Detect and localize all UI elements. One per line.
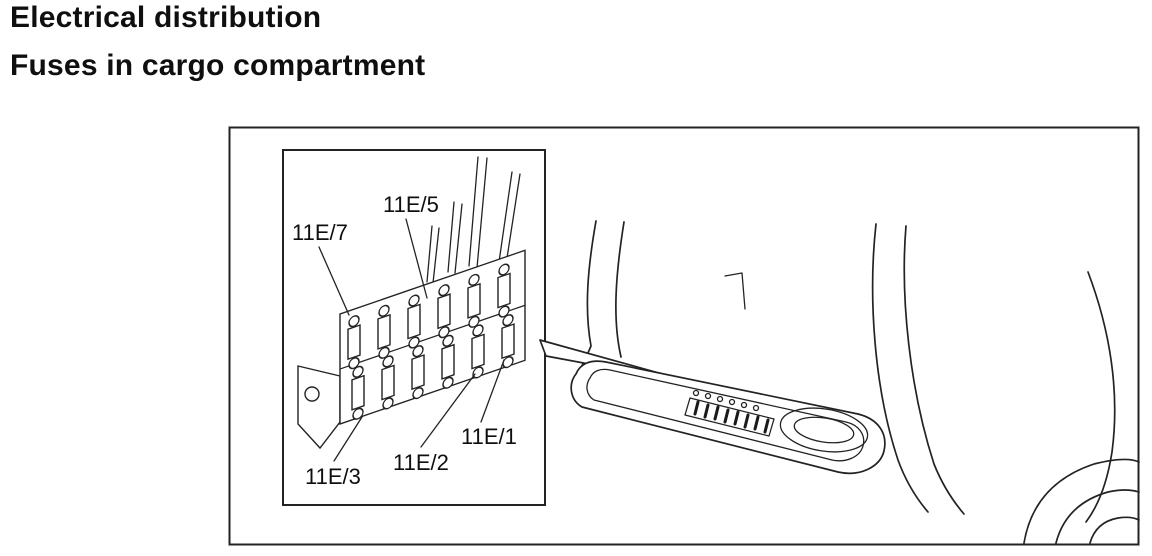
fuse-label-11e-1: 11E/1 (461, 424, 517, 449)
fuse-box-wires (426, 156, 521, 284)
fuse-label-11e-7: 11E/7 (292, 220, 348, 245)
corner-mark (724, 272, 746, 310)
leader-11e-2 (420, 373, 476, 448)
cargo-compartment-drawing (539, 220, 1140, 544)
figure-illustration: 11E/5 11E/7 11E/1 11E/2 11E/3 (228, 126, 1140, 546)
leader-11e-7 (318, 246, 350, 316)
sill-panel-inner (586, 368, 865, 462)
leader-11e-5 (405, 218, 428, 299)
fuse-row-divider (339, 304, 526, 370)
cargo-fuse-strip (684, 389, 775, 437)
page-title: Electrical distribution (10, 1, 322, 34)
fuse-label-11e-5: 11E/5 (383, 192, 439, 217)
pillar-line-left-2 (615, 221, 625, 358)
leader-11e-1 (480, 359, 505, 423)
sill-panel-outer (570, 360, 886, 475)
fuse-box-drawing (297, 249, 526, 450)
fuse-label-11e-2: 11E/2 (393, 450, 449, 475)
pillar-line-right (871, 223, 929, 513)
spare-wheel-well (779, 407, 869, 453)
leader-11e-3 (333, 416, 363, 462)
pillar-line-right-2 (903, 225, 965, 515)
label-leader-lines (318, 218, 505, 462)
wheel-arch (1023, 458, 1140, 544)
rear-quarter-line (1085, 271, 1116, 523)
page-subtitle: Fuses in cargo compartment (10, 49, 426, 82)
fuse-box-mounting-tab (297, 365, 341, 450)
fuse-label-11e-3: 11E/3 (305, 464, 361, 489)
mounting-hole (304, 386, 320, 402)
